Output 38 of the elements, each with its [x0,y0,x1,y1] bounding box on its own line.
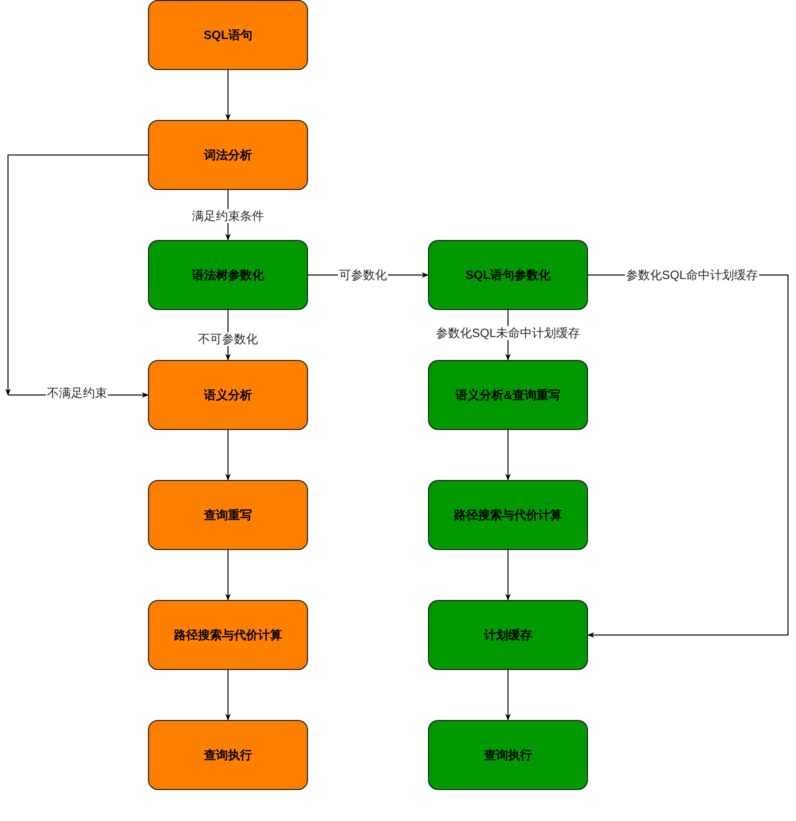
arrow [505,550,511,601]
arrow [505,430,511,481]
arrow [225,430,231,481]
process-box [428,360,588,430]
process-box [428,240,588,310]
edge-label: 不可参数化 [197,332,259,346]
process-box [428,720,588,790]
box-label: 路径搜索与代价计算 [454,506,562,524]
box-label: 查询执行 [204,746,252,764]
box-label: 查询执行 [484,746,532,764]
process-box [148,0,308,70]
edge-label: 可参数化 [338,268,388,282]
process-box [148,600,308,670]
box-label: 查询重写 [204,506,252,524]
arrow [225,70,231,121]
box-label: SQL语句 [204,26,252,44]
box-label: 语法树参数化 [192,266,264,284]
arrow [225,670,231,721]
box-label: 计划缓存 [484,626,532,644]
edge-label: 参数化SQL未命中计划缓存 [435,326,581,340]
process-box [148,720,308,790]
edge-label: 参数化SQL命中计划缓存 [625,268,759,282]
edge-label: 满足约束条件 [191,209,265,223]
arrow [225,550,231,601]
box-label: 语义分析 [204,386,252,404]
process-box [148,240,308,310]
edge-label: 不满足约束 [46,386,108,400]
process-box [148,360,308,430]
box-label: 语义分析&查询重写 [456,386,560,404]
arrow [5,154,148,396]
arrow [505,670,511,721]
box-label: SQL语句参数化 [466,266,550,284]
box-label: 词法分析 [204,146,252,164]
box-label: 路径搜索与代价计算 [174,626,282,644]
process-box [148,120,308,190]
process-box [428,600,588,670]
process-box [148,480,308,550]
process-box [428,480,588,550]
